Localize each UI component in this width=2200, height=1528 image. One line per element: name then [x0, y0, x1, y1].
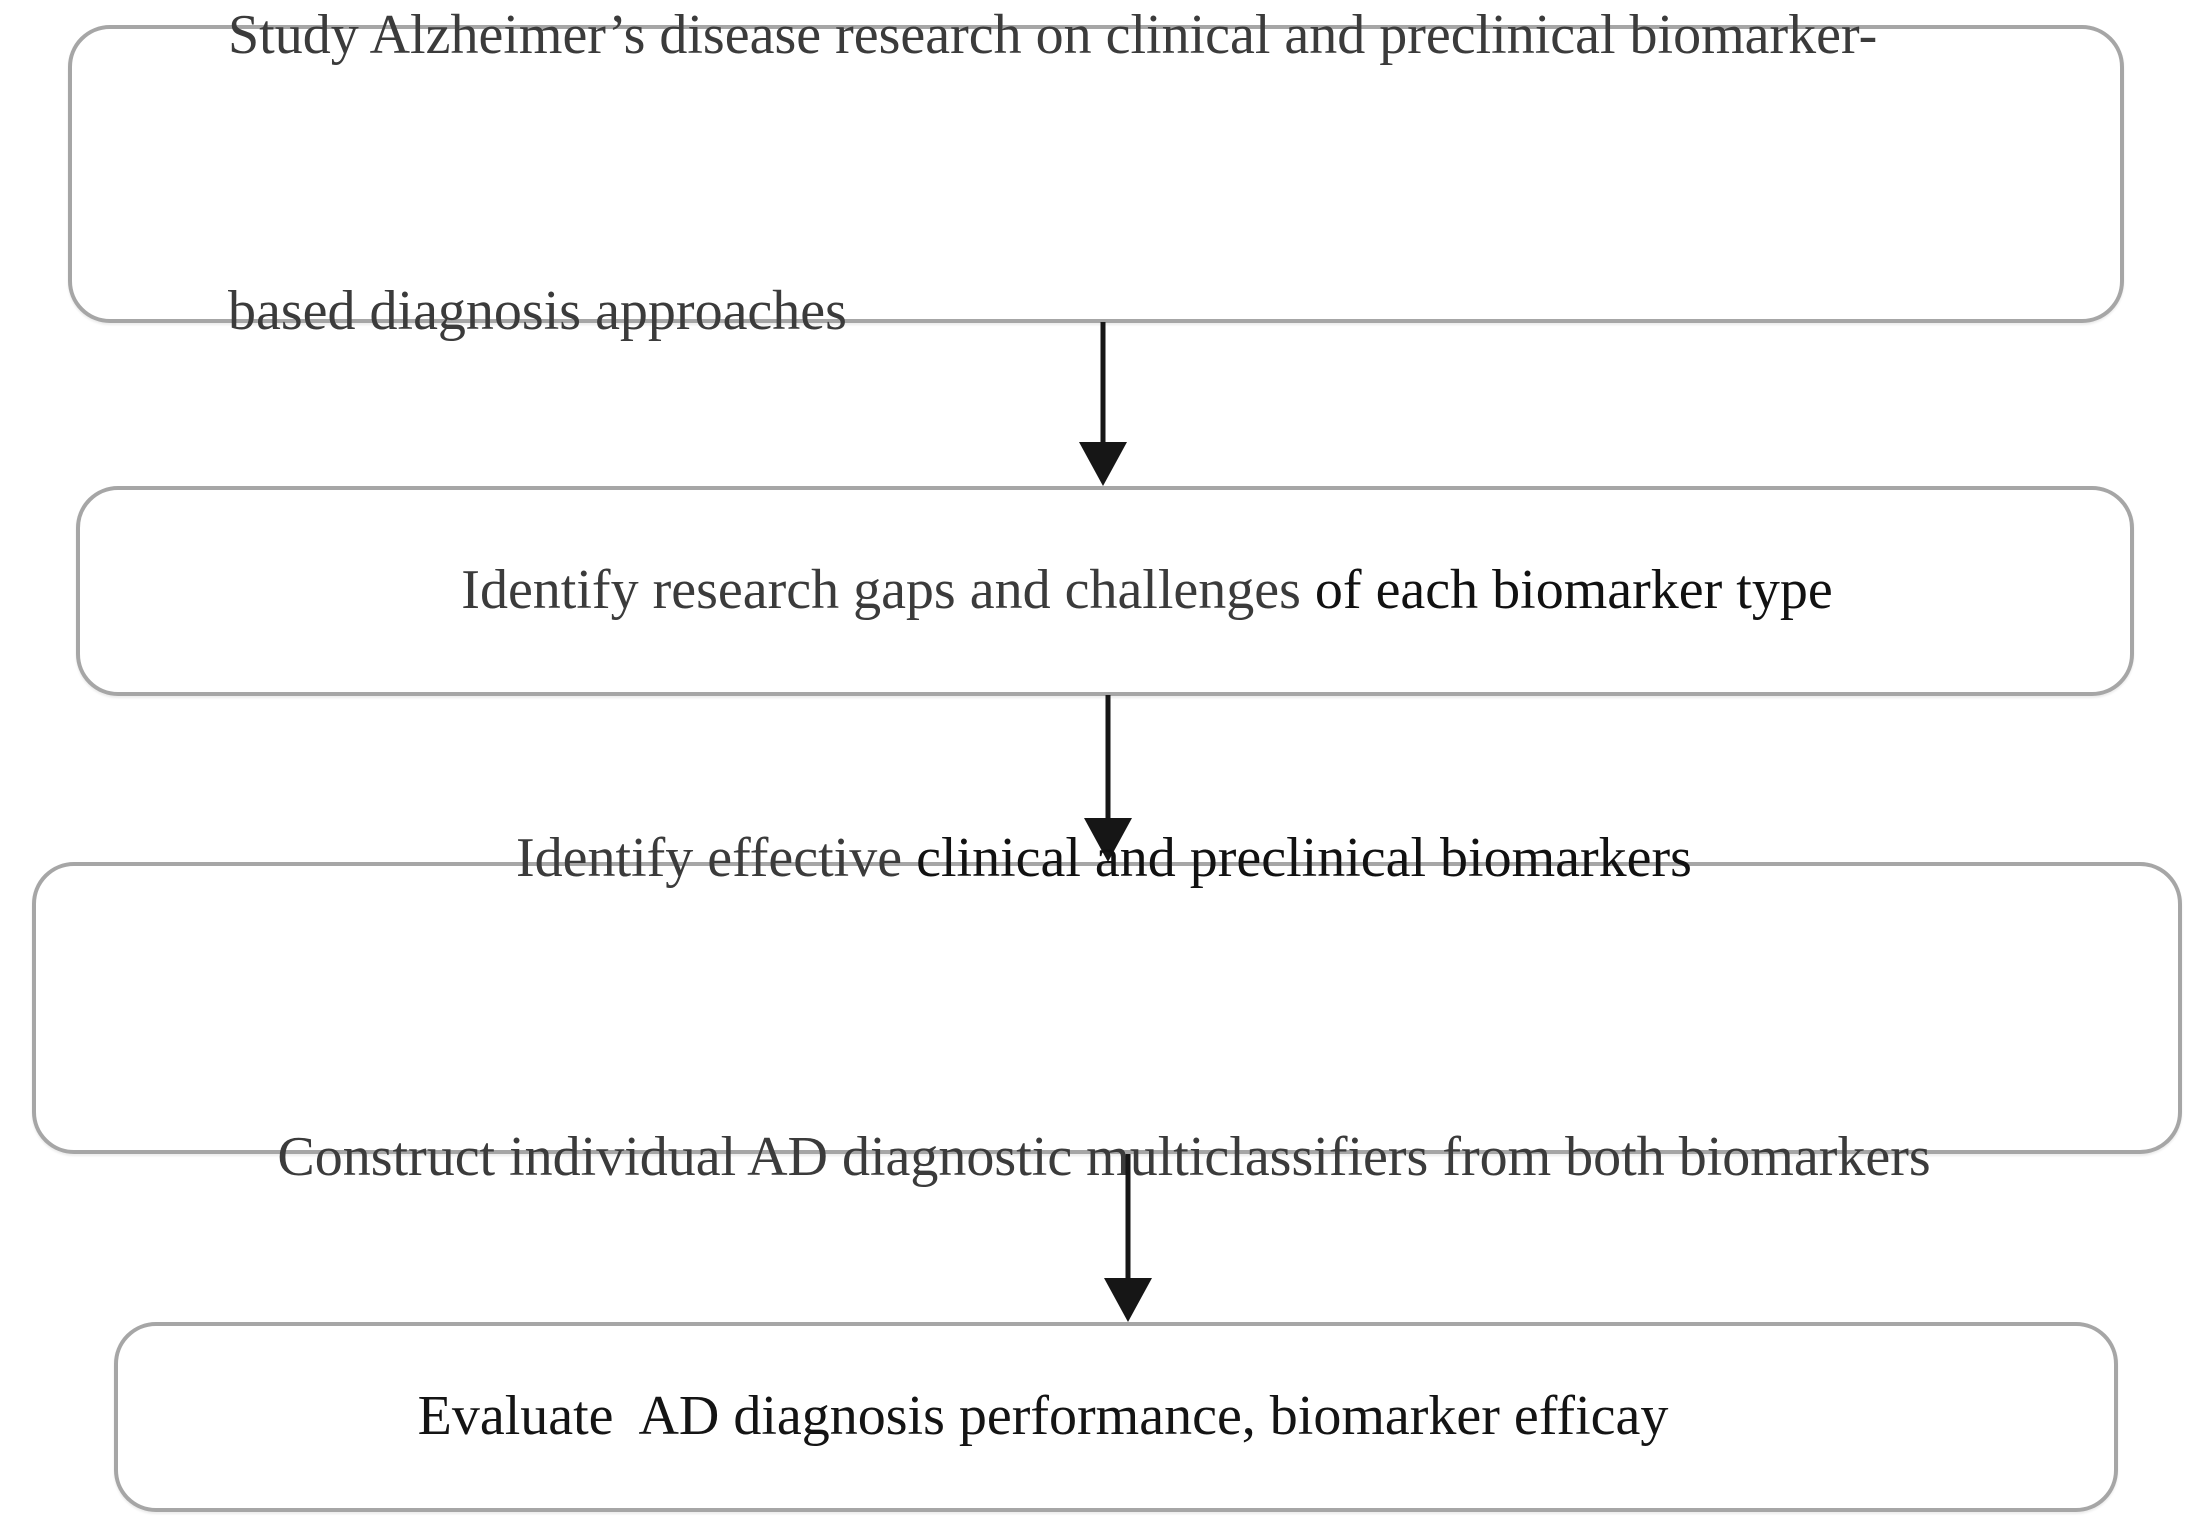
step4-line: Evaluate AD diagnosis performance, bioma…	[334, 1279, 1669, 1528]
step1-line2: based diagnosis approaches	[144, 174, 847, 449]
step1-line2-text: based diagnosis approaches	[228, 279, 847, 342]
flow-arrow-1	[1079, 322, 1127, 486]
step2-line: Identify research gaps and challenges of…	[377, 453, 1832, 728]
arrow-3-head-icon	[1104, 1278, 1152, 1322]
flow-step-evaluate: Evaluate AD diagnosis performance, bioma…	[114, 1322, 2118, 1512]
arrow-1-head-icon	[1079, 442, 1127, 486]
step3-line1: Identify effective clinical and preclini…	[432, 709, 1692, 1008]
step3-line2: Construct individual AD diagnostic multi…	[193, 1008, 1930, 1307]
step4-text: Evaluate AD diagnosis performance, bioma…	[417, 1385, 1669, 1448]
step3-line2-text: Construct individual AD diagnostic multi…	[277, 1125, 1931, 1188]
flow-step-identify-biomarkers: Identify effective clinical and preclini…	[32, 827, 2182, 1188]
flow-step-study-research: Study Alzheimer’s disease research on cl…	[68, 4, 2124, 342]
step1-line1-text: Study Alzheimer’s disease research on cl…	[228, 4, 1878, 67]
step3-line1-gray: Identify effective	[516, 826, 917, 889]
arrow-3-shaft	[1125, 1154, 1131, 1282]
flow-arrow-3	[1104, 1154, 1152, 1322]
arrow-1-shaft	[1100, 322, 1106, 446]
step2-text-gray: Identify research gaps and challenges	[461, 559, 1315, 622]
step1-line1: Study Alzheimer’s disease research on cl…	[144, 0, 1877, 174]
arrow-2-shaft	[1105, 695, 1111, 822]
flow-step-identify-gaps: Identify research gaps and challenges of…	[76, 486, 2134, 696]
flow-arrow-2	[1084, 695, 1132, 862]
step2-text-emphasis: of each biomarker type	[1314, 559, 1833, 622]
step3-line1-emphasis: clinical and preclinical biomarkers	[916, 826, 1692, 889]
arrow-2-head-icon	[1084, 818, 1132, 862]
